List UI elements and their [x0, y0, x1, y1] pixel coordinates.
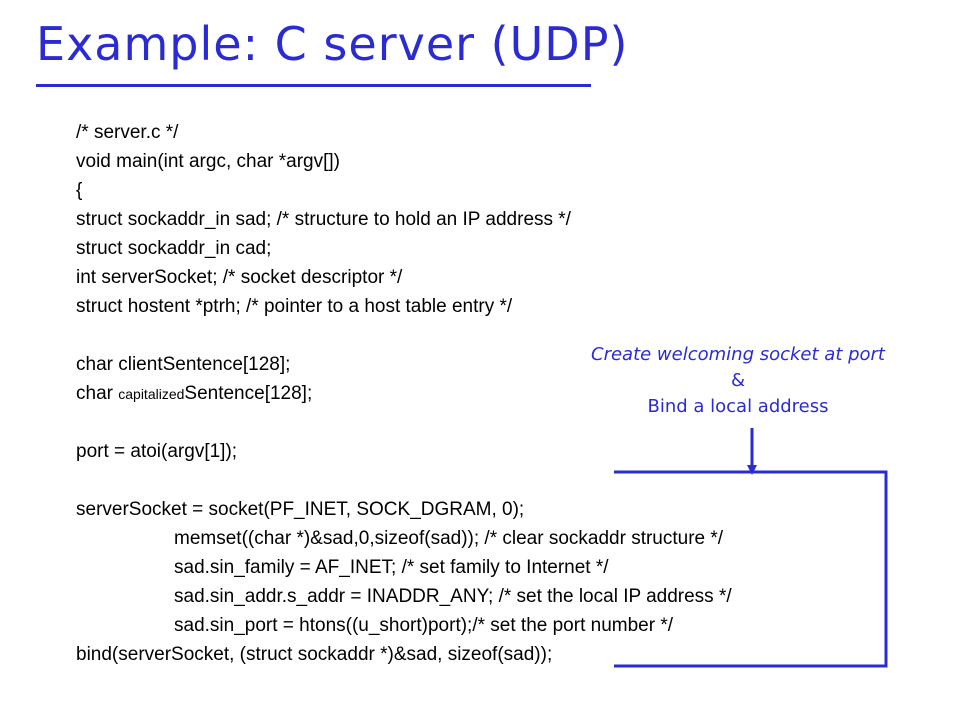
- code-fragment: Sentence[128];: [184, 383, 313, 404]
- code-line: /* server.c */: [76, 122, 179, 143]
- bracket-line: [614, 470, 888, 668]
- code-line: sad.sin_port = htons((u_short)port);/* s…: [174, 615, 674, 636]
- code-line: char capitalizedSentence[128];: [76, 379, 732, 408]
- code-line: memset((char *)&sad,0,sizeof(sad)); /* c…: [174, 528, 724, 549]
- code-line: char clientSentence[128];: [76, 354, 291, 375]
- slide-title: Example: C server (UDP): [36, 17, 629, 71]
- title-underline: [36, 84, 591, 87]
- code-line: void main(int argc, char *argv[]): [76, 151, 340, 172]
- code-fragment-small: capitalized: [118, 386, 185, 402]
- code-line: struct hostent *ptrh; /* pointer to a ho…: [76, 296, 513, 317]
- code-line: sad.sin_family = AF_INET; /* set family …: [174, 557, 609, 578]
- code-line: struct sockaddr_in cad;: [76, 238, 272, 259]
- code-line: sad.sin_addr.s_addr = INADDR_ANY; /* set…: [174, 586, 732, 607]
- code-block: /* server.c */ void main(int argc, char …: [76, 118, 732, 669]
- annotation-callout: Create welcoming socket at port & Bind a…: [548, 342, 928, 420]
- code-fragment: char: [76, 383, 119, 404]
- code-line: bind(serverSocket, (struct sockaddr *)&s…: [76, 644, 553, 665]
- annotation-line: Bind a local address: [647, 396, 829, 417]
- code-line: int serverSocket; /* socket descriptor *…: [76, 267, 403, 288]
- code-line: port = atoi(argv[1]);: [76, 441, 238, 462]
- annotation-ampersand: &: [730, 370, 746, 391]
- code-line: {: [76, 180, 83, 201]
- code-line: struct sockaddr_in sad; /* structure to …: [76, 209, 571, 230]
- annotation-line: Create welcoming socket at port: [591, 344, 885, 365]
- code-line: serverSocket = socket(PF_INET, SOCK_DGRA…: [76, 499, 525, 520]
